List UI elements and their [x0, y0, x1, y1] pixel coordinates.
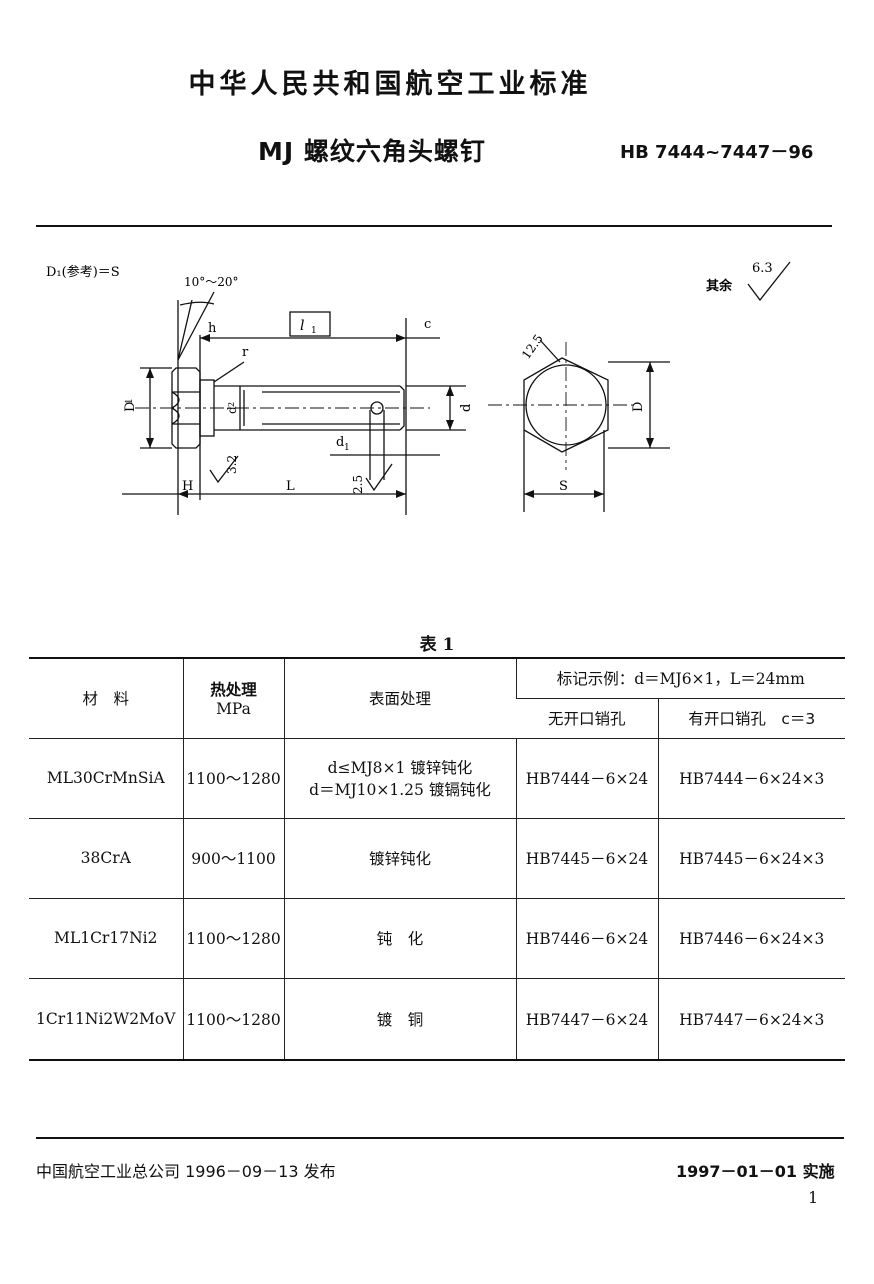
table-caption: 表 1 [419, 635, 455, 655]
cell-heat: 900～1100 [182, 818, 284, 899]
header-heat-treatment: 热处理 MPa [182, 657, 284, 739]
cell-material: ML1Cr17Ni2 [29, 898, 183, 979]
header-surface: 表面处理 [283, 657, 516, 739]
cell-heat: 1100～1280 [182, 738, 284, 819]
label-d2-sub: 2 [227, 402, 236, 407]
cell-surface: 钝 化 [283, 898, 516, 979]
header-heat-unit: MPa [216, 700, 251, 719]
header-rule [36, 225, 832, 227]
label-d2: d [225, 406, 239, 414]
standard-name: 中华人民共和国航空工业标准 [188, 69, 592, 100]
label-L: L [286, 479, 295, 494]
table-row: ML1Cr17Ni2 1100～1280 钝 化 HB7446－6×24 HB7… [29, 898, 846, 979]
cell-surface: 镀锌钝化 [283, 818, 516, 899]
cell-material: 38CrA [29, 818, 183, 899]
cell-surface-line1: d≤MJ8×1 镀锌钝化 [327, 759, 473, 777]
cell-no-pin: HB7446－6×24 [515, 898, 658, 979]
cell-no-pin: HB7445－6×24 [515, 818, 658, 899]
label-d: d [459, 404, 474, 412]
roughness-3-2: 3.2 [225, 455, 239, 474]
label-D1: D [123, 402, 138, 412]
cell-with-pin: HB7446－6×24×3 [657, 898, 846, 979]
cell-with-pin: HB7444－6×24×3 [657, 738, 846, 819]
bolt-drawing: D₁(参考)＝S 10°～20° 其余 6.3 h l 1 c r D 1 d … [46, 261, 791, 515]
cell-surface: 镀 铜 [283, 978, 516, 1061]
cell-no-pin: HB7447－6×24 [515, 978, 658, 1061]
cell-surface-line2: d＝MJ10×1.25 镀镉钝化 [309, 781, 491, 799]
label-D: D [631, 402, 646, 412]
header-material: 材 料 [29, 657, 183, 739]
header-heat-label: 热处理 [210, 681, 257, 700]
cell-heat: 1100～1280 [182, 898, 284, 979]
label-D1-sub: 1 [125, 398, 135, 404]
cell-material: ML30CrMnSiA [29, 738, 183, 819]
page-number: 1 [808, 1188, 819, 1207]
issuer-line: 中国航空工业总公司 1996－09－13 发布 [36, 1162, 336, 1181]
table-row: 38CrA 900～1100 镀锌钝化 HB7445－6×24 HB7445－6… [29, 818, 846, 899]
label-h: h [208, 321, 217, 336]
cell-heat: 1100～1280 [182, 978, 284, 1061]
spec-table: 材 料 热处理 MPa 表面处理 标记示例：d＝MJ6×1，L＝24mm 无开口… [29, 657, 846, 1061]
table-row: 1Cr11Ni2W2MoV 1100～1280 镀 铜 HB7447－6×24 … [29, 978, 846, 1061]
header-marking: 标记示例：d＝MJ6×1，L＝24mm [515, 657, 846, 698]
header-no-pin: 无开口销孔 [516, 697, 658, 739]
effective-date: 1997－01－01 实施 [676, 1162, 835, 1181]
cell-material: 1Cr11Ni2W2MoV [29, 978, 183, 1061]
table-row: ML30CrMnSiA 1100～1280 d≤MJ8×1 镀锌钝化 d＝MJ1… [29, 738, 846, 819]
label-l1-sub: 1 [311, 326, 317, 336]
label-H: H [182, 479, 193, 494]
label-l1: l [300, 318, 304, 334]
label-r: r [242, 345, 249, 360]
document-code: HB 7444~7447－96 [620, 142, 814, 163]
cell-surface: d≤MJ8×1 镀锌钝化 d＝MJ10×1.25 镀镉钝化 [283, 738, 516, 819]
cell-no-pin: HB7444－6×24 [515, 738, 658, 819]
d1-reference-label: D₁(参考)＝S [46, 264, 120, 280]
label-d1-sub: 1 [344, 443, 350, 453]
document-title: MJ 螺纹六角头螺钉 [258, 137, 486, 166]
label-S: S [559, 479, 568, 494]
footer-rule [36, 1137, 844, 1139]
rest-roughness-value: 6.3 [752, 261, 773, 276]
label-d1: d [336, 435, 344, 450]
label-c: c [424, 317, 431, 332]
cell-with-pin: HB7447－6×24×3 [657, 978, 846, 1061]
cell-with-pin: HB7445－6×24×3 [657, 818, 846, 899]
angle-label: 10°～20° [184, 275, 239, 289]
roughness-12-5: 12.5 [519, 332, 546, 362]
roughness-2-5: 2.5 [351, 475, 365, 494]
header-with-pin: 有开口销孔 c＝3 [657, 697, 846, 739]
rest-label: 其余 [706, 278, 733, 294]
